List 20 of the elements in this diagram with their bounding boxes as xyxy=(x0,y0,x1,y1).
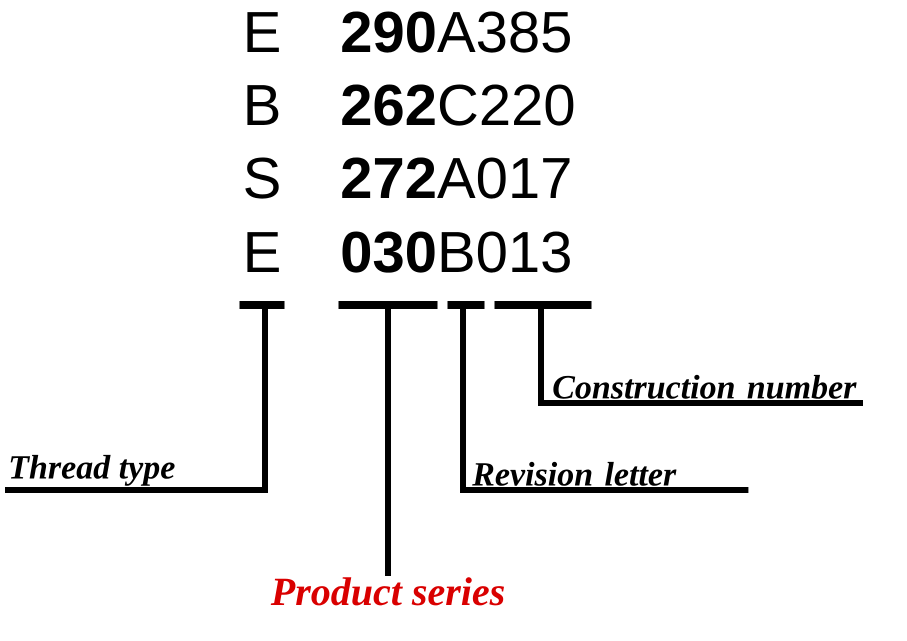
bracket-bar xyxy=(338,301,438,309)
leader-line xyxy=(385,306,391,576)
code-letter: S xyxy=(245,158,279,199)
code-number: 262C220 xyxy=(342,84,574,126)
code-letter: E xyxy=(247,12,279,52)
code-letter: E xyxy=(247,232,279,272)
code-number: 272A017 xyxy=(342,158,570,199)
code-number: 030B013 xyxy=(342,232,570,273)
code-letter: B xyxy=(247,85,278,125)
field-label: Thread type xyxy=(10,454,175,486)
leader-line xyxy=(5,306,268,493)
bracket-bar xyxy=(494,301,592,309)
field-label: Revision letter xyxy=(472,462,676,486)
bracket-bar xyxy=(240,301,284,309)
field-label: Product series xyxy=(270,577,504,606)
code-number: 290A385 xyxy=(342,12,570,53)
leader-line xyxy=(460,306,748,493)
leader-line xyxy=(538,306,863,406)
bracket-bar xyxy=(448,301,484,309)
field-label: Construction number xyxy=(553,374,857,399)
